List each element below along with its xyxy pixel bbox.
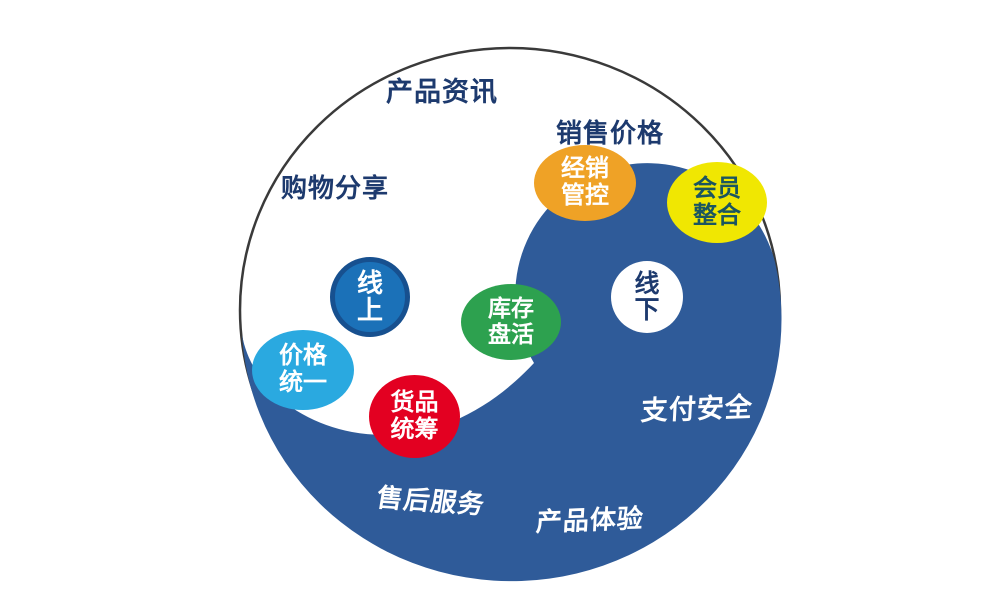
bubble-offline-label-line1: 线 <box>634 269 660 298</box>
label-product-info: 产品资讯 <box>386 77 498 107</box>
bubble-member-integration-label-line1: 会员 <box>693 174 741 202</box>
bubble-price-unification: 价格 统一 <box>252 330 354 410</box>
bubble-online-label-line1: 线 <box>356 267 383 298</box>
bubble-offline: 线 下 <box>611 261 683 333</box>
bubble-offline-label-line2: 下 <box>634 296 660 324</box>
bubble-distribution-control-label-line1: 经销 <box>561 155 609 183</box>
bubble-inventory-revitalization-label-line2: 盘活 <box>488 321 534 347</box>
bubble-online-label-line2: 上 <box>356 295 383 325</box>
label-payment-security: 支付安全 <box>640 392 754 426</box>
bubble-member-integration: 会员 整合 <box>667 162 767 243</box>
label-shopping-share: 购物分享 <box>281 173 390 203</box>
label-product-experience: 产品体验 <box>535 503 645 537</box>
bubble-distribution-control-label-line2: 管控 <box>561 182 609 209</box>
bubble-inventory-revitalization: 库存 盘活 <box>461 284 561 360</box>
bubble-goods-coordination-label-line2: 统筹 <box>390 415 439 443</box>
label-after-sales-service: 售后服务 <box>374 482 488 520</box>
bubble-online: 线 上 <box>330 257 410 337</box>
bubble-distribution-control: 经销 管控 <box>534 145 636 221</box>
label-sales-price: 销售价格 <box>556 118 665 148</box>
bubble-goods-coordination: 货品 统筹 <box>369 375 460 458</box>
bubble-inventory-revitalization-label-line1: 库存 <box>488 295 534 322</box>
bubble-goods-coordination-label-line1: 货品 <box>390 388 439 416</box>
bubble-member-integration-label-line2: 整合 <box>693 201 741 229</box>
bubble-price-unification-label-line2: 统一 <box>279 369 327 396</box>
bubble-price-unification-label-line1: 价格 <box>279 342 327 370</box>
